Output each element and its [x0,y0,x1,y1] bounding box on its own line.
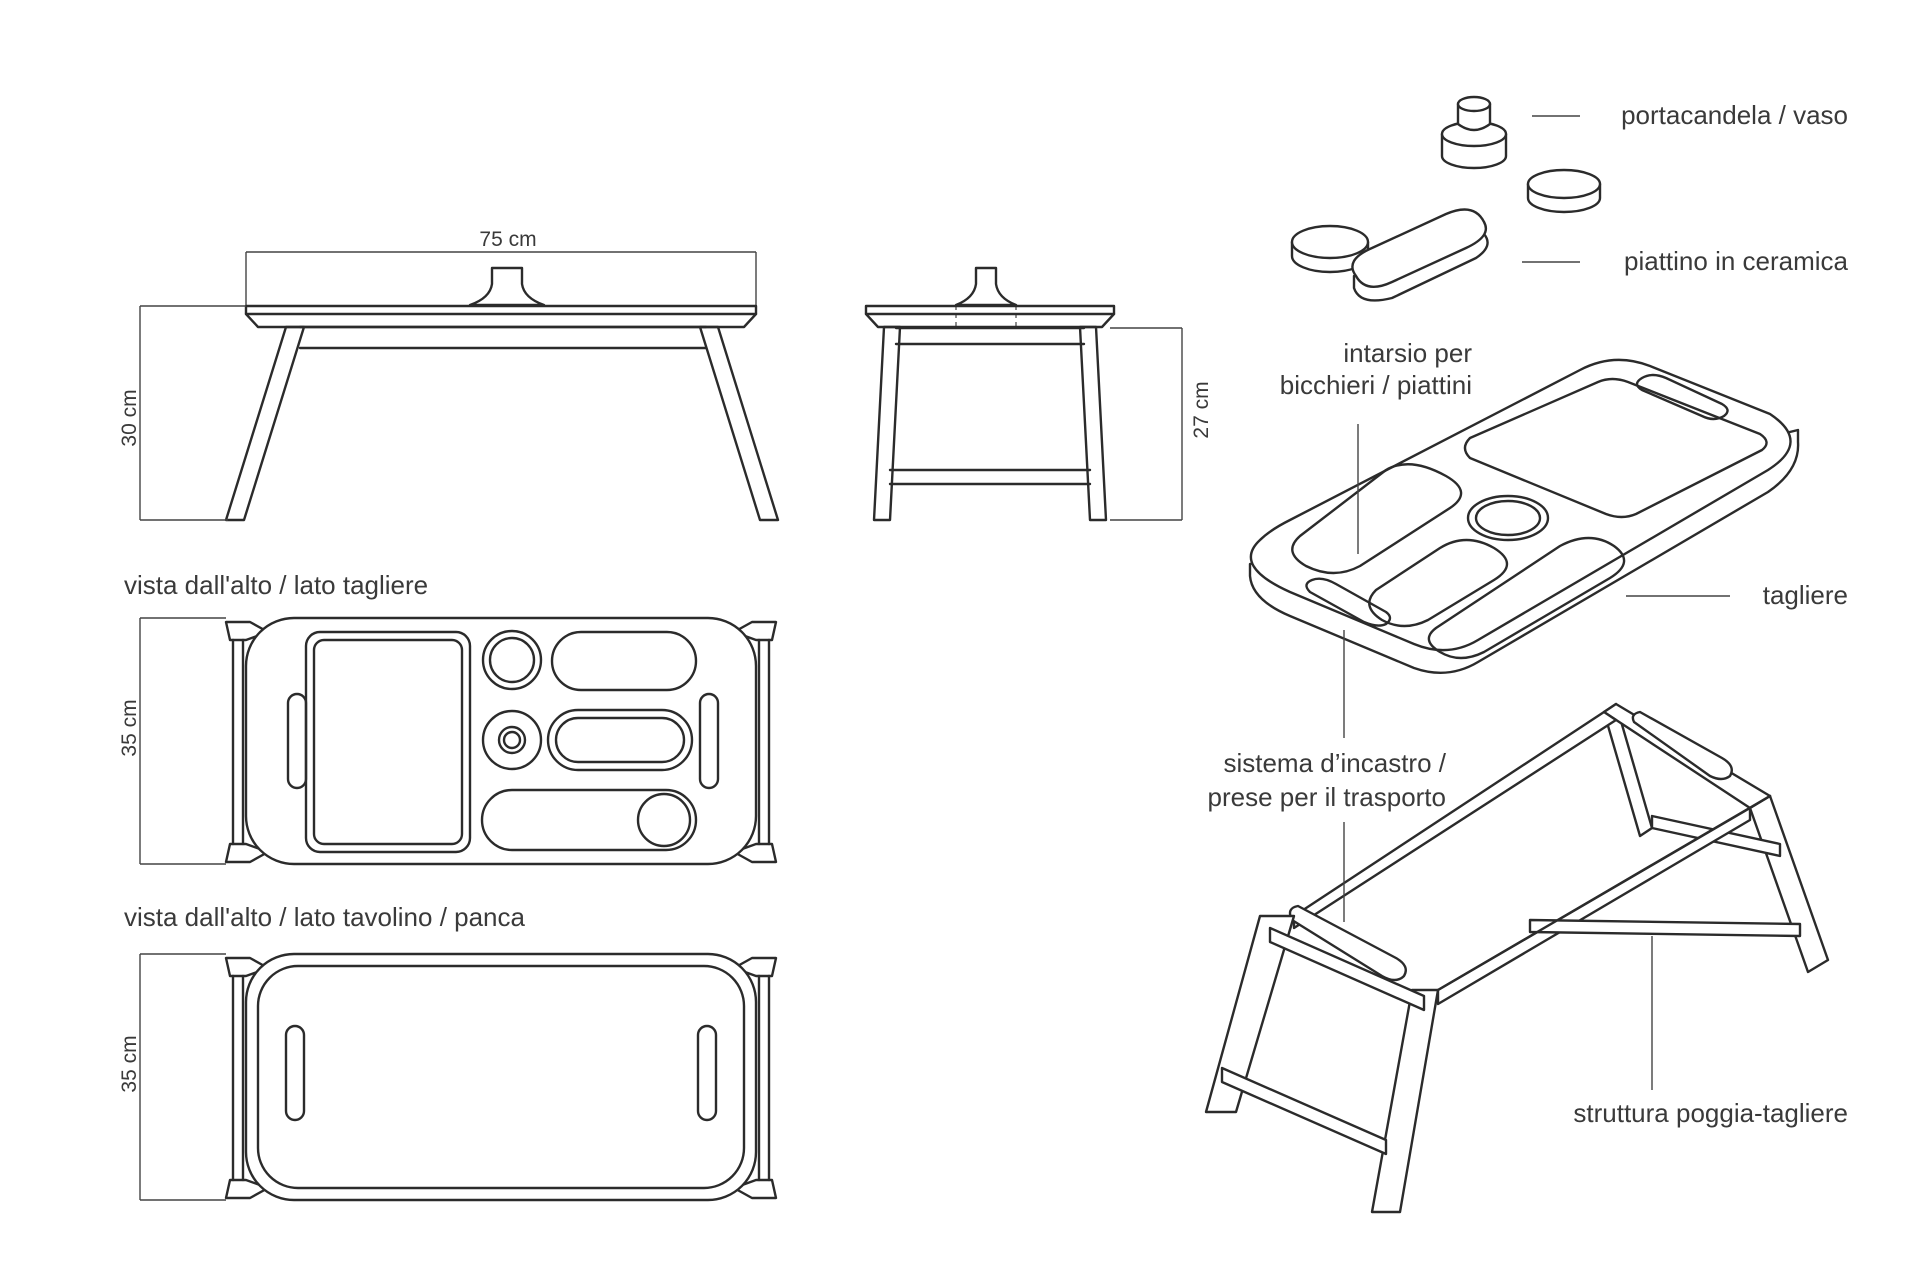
label-frame: struttura poggia-tagliere [1573,1098,1848,1128]
small-disc-part [1526,168,1602,214]
candle-holder-part [1440,95,1508,170]
label-inlay-line1: intarsio per [1343,338,1472,368]
top-view-table-bench: 35 cm [118,952,778,1202]
side-elevation-view: 27 cm [864,266,1213,522]
view-title-table-bench: vista dall'alto / lato tavolino / panca [124,902,526,932]
dimension-height-27-label: 27 cm [1190,381,1213,438]
frame-part [1204,702,1830,1214]
dimension-height-30-label: 30 cm [118,389,141,446]
label-joint-line2: prese per il trasporto [1208,782,1446,812]
label-inlay-line2: bicchieri / piattini [1280,370,1472,400]
dimension-width-label: 75 cm [479,228,536,251]
dimension-depth-35b-label: 35 cm [118,1035,141,1092]
dimension-depth-35a-label: 35 cm [118,699,141,756]
exploded-isometric-view [1204,95,1830,1214]
label-cutting-board: tagliere [1763,580,1848,610]
ceramic-plate-oval [1351,208,1489,302]
cutting-board-part [1248,358,1800,674]
label-candle-vase: portacandela / vaso [1621,100,1848,130]
front-elevation-view: 75 cm 30 cm [118,228,780,522]
label-ceramic-plate: piattino in ceramica [1624,246,1849,276]
view-title-cutting-board: vista dall'alto / lato tagliere [124,570,428,600]
label-joint-line1: sistema d’incastro / [1223,748,1446,778]
top-view-cutting-board: 35 cm [118,616,778,866]
ceramic-plate-round [1290,224,1370,274]
